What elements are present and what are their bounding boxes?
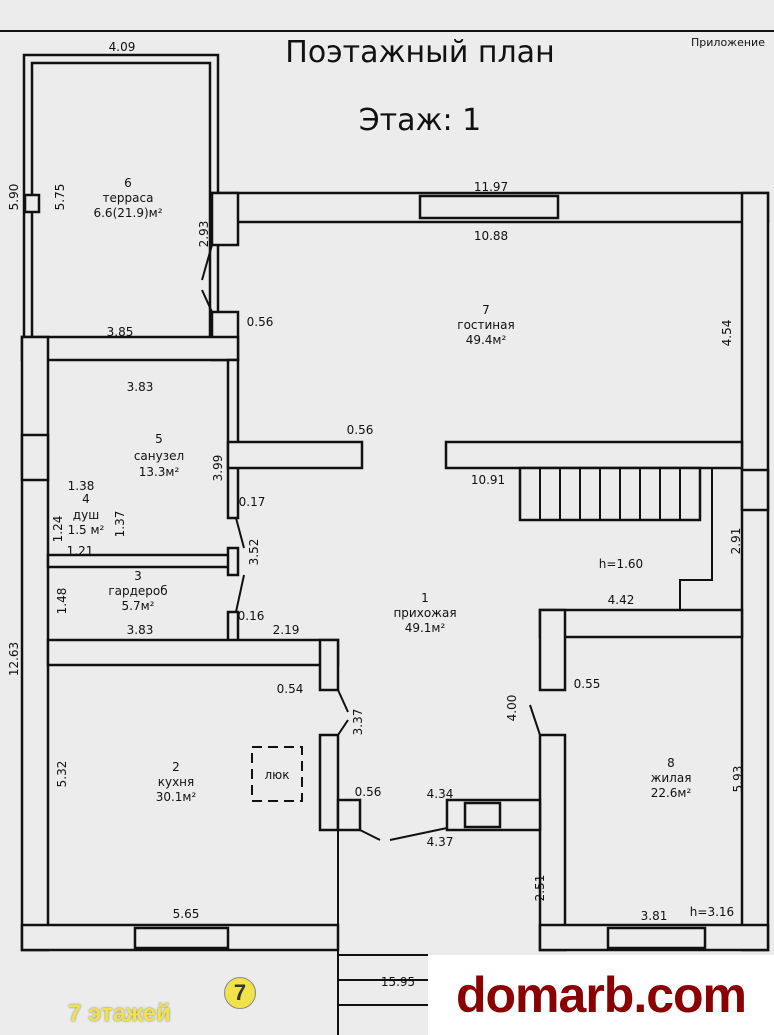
svg-text:3.99: 3.99 [211,455,225,482]
svg-text:душ: душ [73,508,99,522]
svg-text:5: 5 [155,432,163,446]
svg-text:0.54: 0.54 [277,682,304,696]
hatch-outline [251,746,303,802]
watermark: domarb.com [428,955,774,1035]
dimension-labels: 4.09 5.90 5.75 3.85 2.93 0.56 11.97 10.8… [7,40,745,989]
svg-text:1.21: 1.21 [67,544,94,558]
svg-text:49.1м²: 49.1м² [405,621,446,635]
svg-text:8: 8 [667,756,675,770]
svg-text:0.55: 0.55 [574,677,601,691]
svg-text:30.1м²: 30.1м² [156,790,197,804]
svg-text:5.75: 5.75 [53,184,67,211]
svg-text:10.91: 10.91 [471,473,505,487]
svg-text:терраса: терраса [103,191,154,205]
walls [20,53,770,1035]
door-swings [201,244,541,841]
svg-text:гардероб: гардероб [108,584,167,598]
svg-text:4.09: 4.09 [109,40,136,54]
svg-text:3: 3 [134,569,142,583]
svg-text:прихожая: прихожая [393,606,456,620]
svg-text:2.91: 2.91 [729,528,743,555]
svg-text:5.65: 5.65 [173,907,200,921]
svg-text:3.81: 3.81 [641,909,668,923]
svg-text:22.6м²: 22.6м² [651,786,692,800]
svg-text:1.24: 1.24 [51,516,65,543]
svg-text:4.34: 4.34 [427,787,454,801]
svg-text:3.83: 3.83 [127,623,154,637]
svg-text:3.37: 3.37 [351,709,365,736]
svg-text:15.95: 15.95 [381,975,415,989]
svg-text:кухня: кухня [158,775,195,789]
svg-text:гостиная: гостиная [457,318,514,332]
svg-text:2.19: 2.19 [273,623,300,637]
svg-text:13.3м²: 13.3м² [139,465,180,479]
svg-text:0.16: 0.16 [238,609,265,623]
svg-text:2.51: 2.51 [533,875,547,902]
svg-text:3.52: 3.52 [247,539,261,566]
svg-text:6: 6 [124,176,132,190]
svg-text:h=3.16: h=3.16 [690,905,734,919]
floors-badge-text: 7 этажей [68,1000,171,1027]
svg-text:4.42: 4.42 [608,593,635,607]
hatch-label: люк [264,768,289,782]
stairs [338,466,713,1006]
svg-text:2.93: 2.93 [197,221,211,248]
svg-text:0.56: 0.56 [347,423,374,437]
svg-text:1.5 м²: 1.5 м² [68,523,105,537]
svg-text:1.38: 1.38 [68,479,95,493]
svg-text:4.00: 4.00 [505,695,519,722]
floors-badge-icon: 7 [224,977,256,1009]
svg-text:11.97: 11.97 [474,180,508,194]
svg-text:5.32: 5.32 [55,761,69,788]
svg-text:4.37: 4.37 [427,835,454,849]
svg-text:5.7м²: 5.7м² [122,599,155,613]
svg-text:6.6(21.9)м²: 6.6(21.9)м² [93,206,162,220]
svg-text:3.83: 3.83 [127,380,154,394]
appendix-label: Приложение [691,36,765,49]
svg-text:3.85: 3.85 [107,325,134,339]
svg-text:10.88: 10.88 [474,229,508,243]
svg-text:5.90: 5.90 [7,184,21,211]
svg-text:4: 4 [82,492,90,506]
svg-text:12.63: 12.63 [7,642,21,676]
svg-text:2: 2 [172,760,180,774]
svg-text:0.56: 0.56 [355,785,382,799]
svg-text:1.48: 1.48 [55,588,69,615]
svg-text:h=1.60: h=1.60 [599,557,643,571]
svg-text:7: 7 [482,303,490,317]
svg-text:5.93: 5.93 [731,766,745,793]
floor-label: Этаж: 1 [359,103,482,138]
svg-text:1.37: 1.37 [113,511,127,538]
svg-text:санузел: санузел [134,449,184,463]
svg-text:4.54: 4.54 [720,320,734,347]
svg-text:0.56: 0.56 [247,315,274,329]
svg-text:1: 1 [421,591,429,605]
svg-text:49.4м²: 49.4м² [466,333,507,347]
plan-title: Поэтажный план [285,35,554,70]
svg-text:жилая: жилая [651,771,692,785]
svg-text:0.17: 0.17 [239,495,266,509]
